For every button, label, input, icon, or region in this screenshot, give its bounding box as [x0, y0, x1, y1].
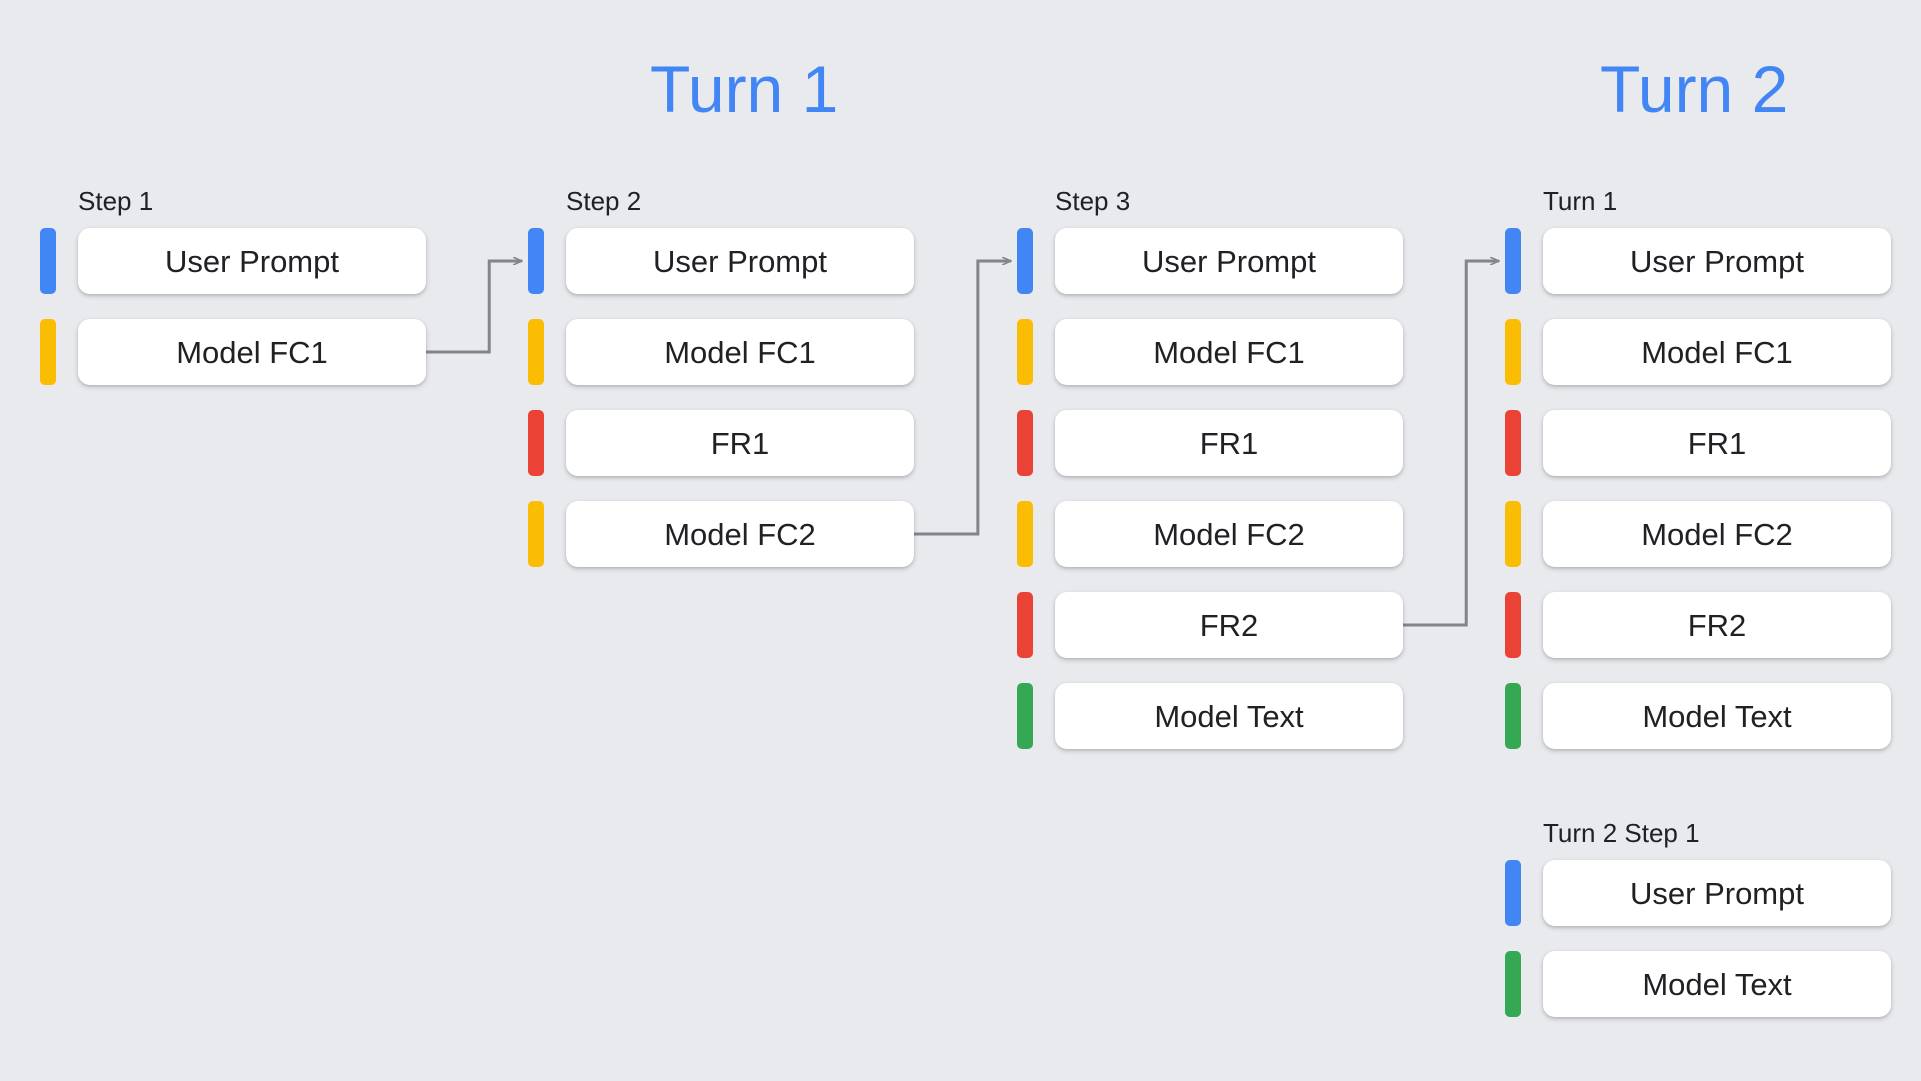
- connector-arrow: [914, 261, 1011, 536]
- column-label: Turn 1: [1543, 186, 1618, 216]
- message-card[interactable]: User Prompt: [566, 228, 914, 294]
- message-card-label: FR2: [1687, 607, 1747, 643]
- role-color-bar-model-text: [1505, 683, 1521, 749]
- message-card-label: Model Text: [1154, 698, 1304, 734]
- message-row[interactable]: User Prompt: [1505, 228, 1891, 294]
- message-row[interactable]: Model FC2: [1505, 501, 1891, 567]
- turn-1-title: Turn 1: [650, 52, 839, 126]
- connector-arrow: [426, 261, 522, 354]
- role-color-bar-model-function-call: [1505, 319, 1521, 385]
- message-row[interactable]: User Prompt: [40, 228, 426, 294]
- message-card-label: Model FC1: [664, 334, 816, 370]
- message-card-label: FR2: [1199, 607, 1259, 643]
- role-color-bar-function-response: [1017, 410, 1033, 476]
- message-card[interactable]: Model Text: [1543, 951, 1891, 1017]
- message-card-label: User Prompt: [1630, 243, 1804, 279]
- message-card[interactable]: Model FC2: [1543, 501, 1891, 567]
- message-card[interactable]: Model FC1: [1543, 319, 1891, 385]
- role-color-bar-model-text: [1017, 683, 1033, 749]
- message-card-label: User Prompt: [1142, 243, 1316, 279]
- message-card-label: User Prompt: [653, 243, 827, 279]
- message-row[interactable]: Model FC2: [1017, 501, 1403, 567]
- message-card[interactable]: Model Text: [1055, 683, 1403, 749]
- role-color-bar-function-response: [1505, 410, 1521, 476]
- role-color-bar-model-function-call: [40, 319, 56, 385]
- message-card-label: Model FC2: [1641, 516, 1793, 552]
- role-color-bar-user-prompt: [1017, 228, 1033, 294]
- message-row[interactable]: FR1: [1017, 410, 1403, 476]
- role-color-bar-user-prompt: [40, 228, 56, 294]
- role-color-bar-model-function-call: [528, 319, 544, 385]
- message-card[interactable]: FR1: [566, 410, 914, 476]
- message-card[interactable]: Model FC2: [1055, 501, 1403, 567]
- message-card[interactable]: User Prompt: [78, 228, 426, 294]
- role-color-bar-model-function-call: [528, 501, 544, 567]
- message-row[interactable]: FR1: [528, 410, 914, 476]
- message-card-label: FR1: [710, 425, 770, 461]
- message-card-label: Model Text: [1642, 966, 1792, 1002]
- message-card-label: FR1: [1199, 425, 1259, 461]
- role-color-bar-model-text: [1505, 951, 1521, 1017]
- message-row[interactable]: Model FC2: [528, 501, 914, 567]
- role-color-bar-model-function-call: [1505, 501, 1521, 567]
- role-color-bar-model-function-call: [1017, 319, 1033, 385]
- column-label: Step 2: [566, 186, 642, 216]
- message-row[interactable]: FR2: [1505, 592, 1891, 658]
- message-row[interactable]: Model FC1: [1505, 319, 1891, 385]
- message-card[interactable]: Model FC1: [1055, 319, 1403, 385]
- message-card-label: Model Text: [1642, 698, 1792, 734]
- message-row[interactable]: Model Text: [1505, 951, 1891, 1017]
- message-card[interactable]: User Prompt: [1543, 228, 1891, 294]
- message-row[interactable]: Model Text: [1505, 683, 1891, 749]
- message-card-label: User Prompt: [1630, 875, 1804, 911]
- message-card[interactable]: User Prompt: [1055, 228, 1403, 294]
- message-row[interactable]: Model FC1: [1017, 319, 1403, 385]
- message-card-label: User Prompt: [165, 243, 339, 279]
- message-card[interactable]: FR1: [1543, 410, 1891, 476]
- message-card[interactable]: Model FC2: [566, 501, 914, 567]
- message-card[interactable]: Model Text: [1543, 683, 1891, 749]
- message-card[interactable]: Model FC1: [78, 319, 426, 385]
- message-card-label: Model FC1: [176, 334, 328, 370]
- message-row[interactable]: Model FC1: [40, 319, 426, 385]
- role-color-bar-user-prompt: [1505, 860, 1521, 926]
- role-color-bar-function-response: [1505, 592, 1521, 658]
- role-color-bar-function-response: [528, 410, 544, 476]
- message-row[interactable]: User Prompt: [1017, 228, 1403, 294]
- message-card-label: Model FC1: [1641, 334, 1793, 370]
- role-color-bar-function-response: [1017, 592, 1033, 658]
- turn-2-title: Turn 2: [1600, 52, 1789, 126]
- message-card[interactable]: User Prompt: [1543, 860, 1891, 926]
- message-card[interactable]: FR2: [1055, 592, 1403, 658]
- message-card-label: Model FC2: [664, 516, 816, 552]
- message-card[interactable]: Model FC1: [566, 319, 914, 385]
- message-row[interactable]: Model Text: [1017, 683, 1403, 749]
- column-label: Step 3: [1055, 186, 1131, 216]
- column-label: Step 1: [78, 186, 154, 216]
- role-color-bar-user-prompt: [528, 228, 544, 294]
- message-card-label: Model FC1: [1153, 334, 1305, 370]
- message-card-label: Model FC2: [1153, 516, 1305, 552]
- message-card[interactable]: FR2: [1543, 592, 1891, 658]
- message-card[interactable]: FR1: [1055, 410, 1403, 476]
- message-card-label: FR1: [1687, 425, 1747, 461]
- message-row[interactable]: FR1: [1505, 410, 1891, 476]
- message-row[interactable]: FR2: [1017, 592, 1403, 658]
- message-row[interactable]: Model FC1: [528, 319, 914, 385]
- message-row[interactable]: User Prompt: [528, 228, 914, 294]
- role-color-bar-user-prompt: [1505, 228, 1521, 294]
- connector-arrow: [1403, 261, 1499, 627]
- column-label: Turn 2 Step 1: [1543, 818, 1700, 848]
- role-color-bar-model-function-call: [1017, 501, 1033, 567]
- message-row[interactable]: User Prompt: [1505, 860, 1891, 926]
